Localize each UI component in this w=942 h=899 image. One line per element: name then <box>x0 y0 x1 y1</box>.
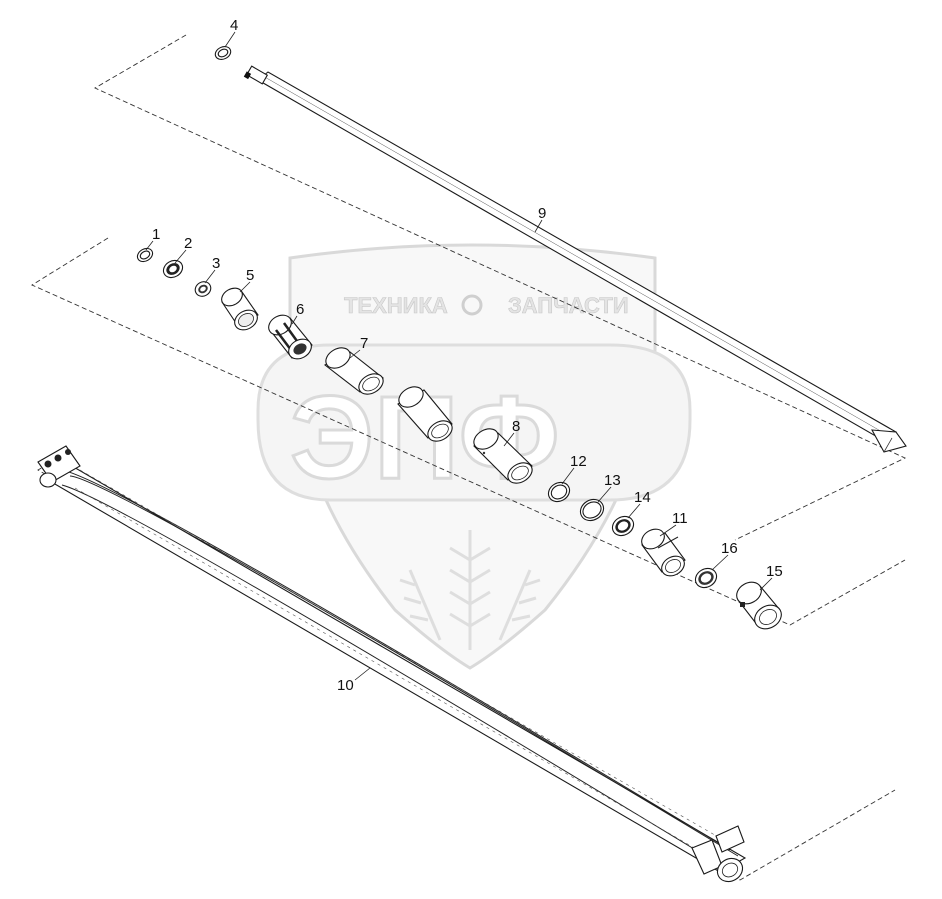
assembly-boundary-seals <box>31 237 906 626</box>
callout-15: 15 <box>766 563 783 580</box>
callout-2: 2 <box>184 235 192 252</box>
callout-12: 12 <box>570 453 587 470</box>
part-5-bushing <box>221 287 259 331</box>
callout-11: 11 <box>672 510 688 527</box>
gear-icon <box>461 294 483 316</box>
assembly-boundary-rod <box>94 34 907 541</box>
part-16-ring <box>694 567 718 589</box>
callout-labels: 1 2 3 4 5 6 7 8 9 10 11 12 13 14 15 16 <box>152 17 783 694</box>
part-9-piston-rod <box>243 65 907 453</box>
callout-4: 4 <box>230 17 238 34</box>
part-10-cylinder-tube <box>37 445 747 883</box>
watermark-brand-left: ТЕХНИКА <box>344 293 448 318</box>
part-12-ring <box>547 481 571 503</box>
part-8-piston <box>473 428 533 484</box>
part-4-oring <box>214 46 232 60</box>
part-7-spacer <box>323 347 384 395</box>
callout-8: 8 <box>512 418 520 435</box>
part-2-wiper <box>162 259 184 279</box>
callout-14: 14 <box>634 489 651 506</box>
watermark-brand-right: ЗАПЧАСТИ <box>508 293 629 318</box>
callout-16: 16 <box>721 540 738 557</box>
callout-1: 1 <box>152 226 160 243</box>
callout-13: 13 <box>604 472 621 489</box>
part-3-seal <box>194 281 212 297</box>
part-11-nut <box>641 528 686 577</box>
callout-6: 6 <box>296 301 304 318</box>
part-15-locknut <box>736 581 782 630</box>
callout-5: 5 <box>246 267 254 284</box>
part-1-oring <box>136 247 154 263</box>
callout-3: 3 <box>212 255 220 272</box>
callout-9: 9 <box>538 205 546 222</box>
callout-10: 10 <box>337 677 354 694</box>
wheat-emblem-icon <box>399 530 541 650</box>
part-14-seal <box>611 515 635 537</box>
spacer-tube-middle <box>397 386 453 442</box>
leader-lines <box>145 31 773 681</box>
part-13-oring <box>579 498 605 522</box>
watermark-logo: ТЕХНИКА ЗАПЧАСТИ ЭПФ <box>256 243 692 670</box>
callout-7: 7 <box>360 335 368 352</box>
part-6-guide-head <box>268 314 313 360</box>
